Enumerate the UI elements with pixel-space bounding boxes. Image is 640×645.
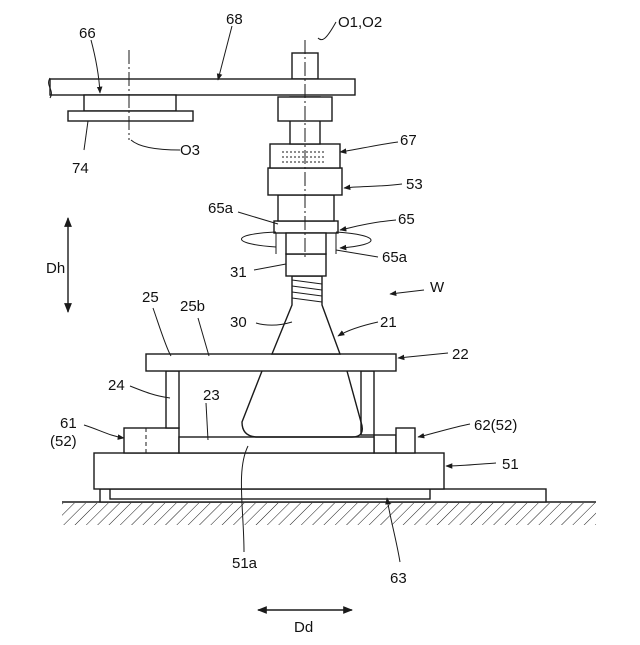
flask-21-lower bbox=[242, 371, 362, 437]
support-61 bbox=[124, 428, 179, 453]
label-w: W bbox=[430, 279, 445, 296]
label-65a-right: 65a bbox=[382, 249, 408, 266]
label-21: 21 bbox=[380, 314, 397, 331]
plate-22 bbox=[146, 354, 396, 371]
label-74: 74 bbox=[72, 160, 89, 177]
label-65: 65 bbox=[398, 211, 415, 228]
support-62 bbox=[374, 428, 415, 453]
label-63: 63 bbox=[390, 570, 407, 587]
label-51a: 51a bbox=[232, 555, 258, 572]
label-dh: Dh bbox=[46, 260, 65, 277]
label-66: 66 bbox=[79, 25, 96, 42]
label-23: 23 bbox=[203, 387, 220, 404]
label-67: 67 bbox=[400, 132, 417, 149]
hanger-66 bbox=[68, 95, 193, 121]
label-25b: 25b bbox=[180, 298, 205, 315]
label-22: 22 bbox=[452, 346, 469, 363]
label-61: 61 bbox=[60, 415, 77, 432]
label-o1o2: O1,O2 bbox=[338, 14, 382, 31]
pillars-24 bbox=[166, 371, 374, 435]
label-51: 51 bbox=[502, 456, 519, 473]
label-31: 31 bbox=[230, 264, 247, 281]
label-dd: Dd bbox=[294, 619, 313, 636]
cap-31 bbox=[286, 254, 326, 276]
label-53: 53 bbox=[406, 176, 423, 193]
base-plate-63 bbox=[100, 489, 546, 502]
label-68: 68 bbox=[226, 11, 243, 28]
label-o3: O3 bbox=[180, 142, 200, 159]
label-24: 24 bbox=[108, 377, 125, 394]
base-51 bbox=[94, 453, 444, 489]
label-62: 62(52) bbox=[474, 417, 517, 434]
ground bbox=[62, 502, 596, 525]
label-65a-left: 65a bbox=[208, 200, 234, 217]
label-61-sub: (52) bbox=[50, 433, 77, 450]
label-30: 30 bbox=[230, 314, 247, 331]
gripper-65 bbox=[274, 221, 338, 254]
label-25: 25 bbox=[142, 289, 159, 306]
